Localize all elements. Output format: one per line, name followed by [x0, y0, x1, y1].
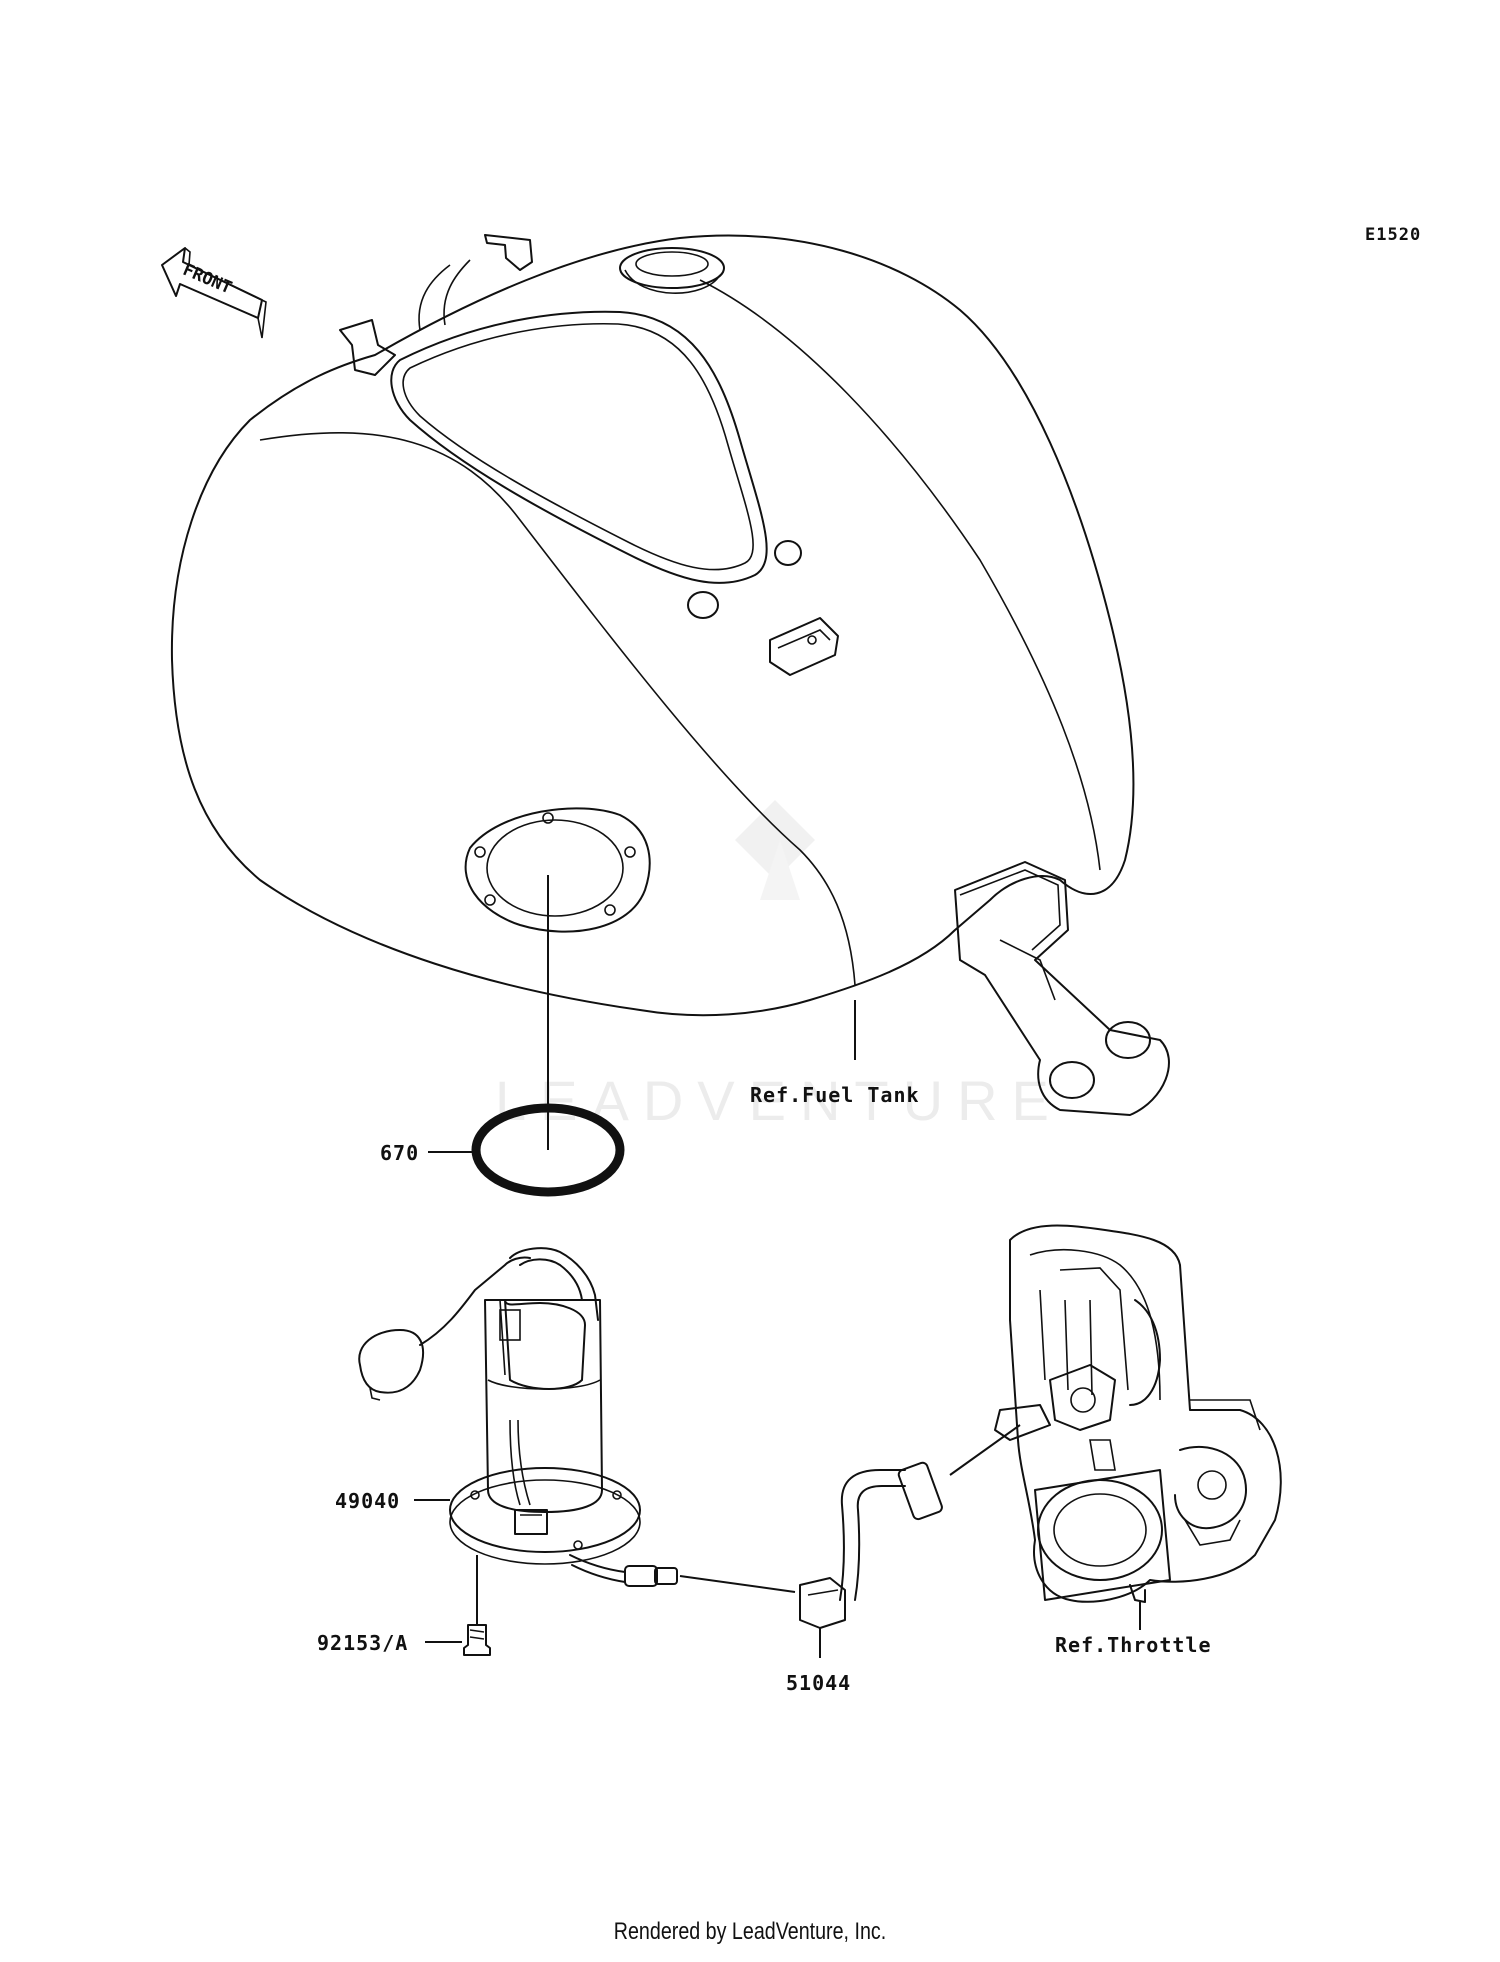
throttle-ref-label: Ref.Throttle: [1055, 1633, 1212, 1657]
leadventure-watermark: LEADVENTURE: [495, 800, 1063, 1132]
diagram-code: E1520: [1365, 225, 1421, 245]
footer-credit: Rendered by LeadVenture, Inc.: [613, 1918, 887, 1945]
throttle-body: [994, 1224, 1282, 1603]
fuel-pump-part-number: 49040: [335, 1489, 400, 1513]
front-arrow-icon: FRONT: [161, 247, 267, 339]
fuel-tank: [170, 234, 1170, 1116]
gasket-670: [471, 1103, 625, 1197]
watermark-text: LEADVENTURE: [495, 1069, 1063, 1132]
bolt-part-number: 92153/A: [317, 1631, 408, 1655]
fuel-hose-51044: [799, 1461, 943, 1629]
bolt-92153a: [463, 1555, 491, 1656]
gasket-part-number: 670: [380, 1141, 419, 1165]
front-label: FRONT: [180, 260, 235, 298]
hose-part-number: 51044: [786, 1671, 851, 1695]
fuel-tank-ref-label: Ref.Fuel Tank: [750, 1083, 920, 1107]
fuel-pump-assembly: [358, 1247, 678, 1587]
